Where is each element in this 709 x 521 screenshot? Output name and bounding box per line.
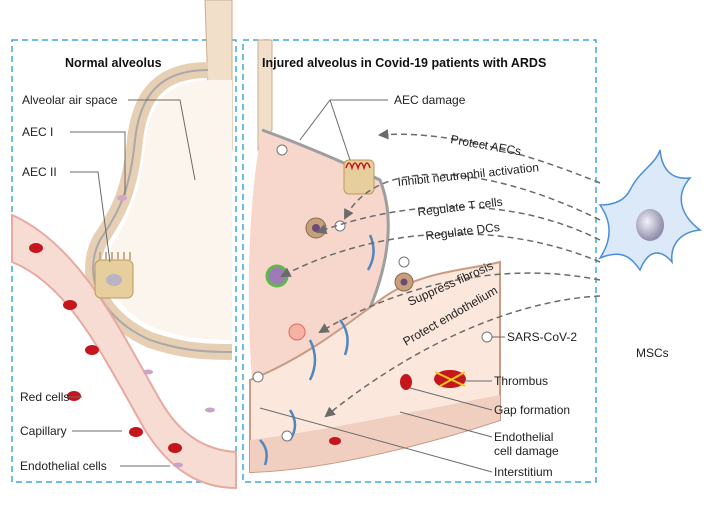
effect-regulate-t-cells: Regulate T cells <box>417 195 504 219</box>
injured-alveolus-title: Injured alveolus in Covid-19 patients wi… <box>262 56 546 70</box>
label-sars-cov-2: SARS-CoV-2 <box>507 330 577 344</box>
label-mscs: MSCs <box>636 346 669 360</box>
normal-alveolus-illustration <box>11 0 237 490</box>
label-alveolar-air-space: Alveolar air space <box>22 93 118 107</box>
injured-leader-lines <box>259 99 505 473</box>
effect-regulate-dcs: Regulate DCs <box>425 220 501 243</box>
label-aec1: AEC I <box>22 125 53 139</box>
label-interstitium: Interstitium <box>494 465 553 479</box>
label-aec-damage: AEC damage <box>394 93 466 107</box>
label-gap-formation: Gap formation <box>494 403 570 417</box>
label-capillary: Capillary <box>20 424 67 438</box>
label-red-cells: Red cells <box>20 390 69 404</box>
label-aec2: AEC II <box>22 165 57 179</box>
effect-inhibit-neutrophil: Inhibit neutrophil activation <box>397 160 540 189</box>
label-thrombus: Thrombus <box>494 374 548 388</box>
label-endothelial-damage-line1: Endothelial <box>494 430 553 444</box>
normal-alveolus-title: Normal alveolus <box>65 56 162 70</box>
msc-cell-illustration <box>598 149 702 272</box>
injured-alveolus-illustration <box>248 39 501 474</box>
msc-effect-arrows <box>280 129 601 418</box>
label-endothelial-cells: Endothelial cells <box>20 459 107 473</box>
normal-leader-lines <box>68 99 196 467</box>
label-endothelial-damage-line2: cell damage <box>494 444 559 458</box>
effect-protect-aecs: Protect AECs <box>449 132 522 158</box>
